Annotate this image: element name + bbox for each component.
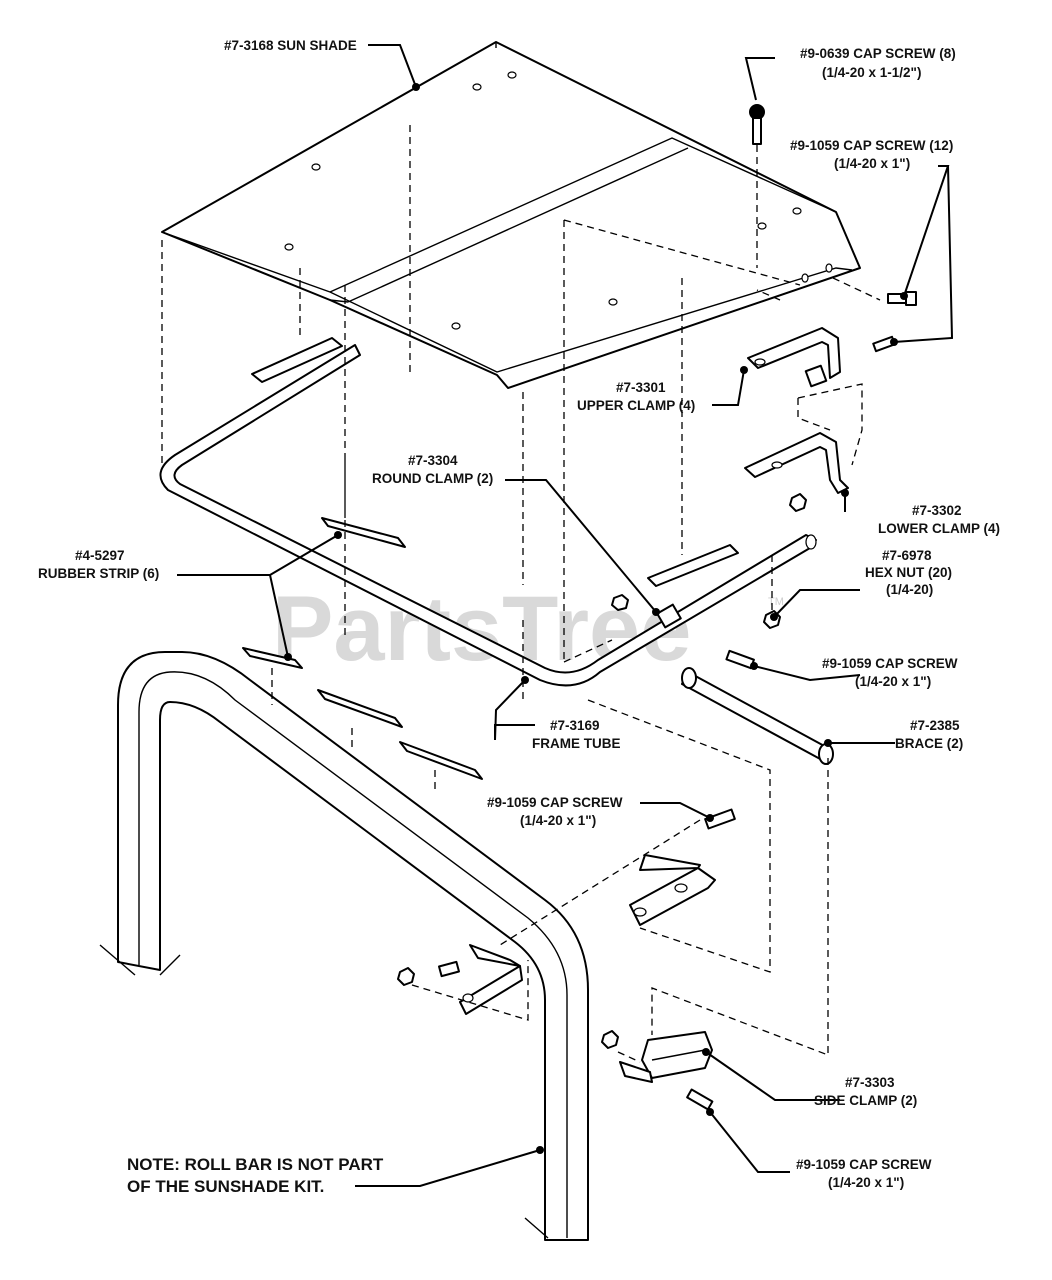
hardware: [397, 104, 917, 1111]
label-lower-clamp: LOWER CLAMP (4): [878, 521, 1000, 536]
label-upper-clamp-part: #7-3301: [616, 380, 666, 395]
label-round-clamp: ROUND CLAMP (2): [372, 471, 493, 486]
lower-clamp: [744, 432, 849, 494]
rubber-strips: [242, 337, 739, 780]
label-rubber-strip-part: #4-5297: [75, 548, 125, 563]
note-line-1: NOTE: ROLL BAR IS NOT PART: [127, 1155, 384, 1174]
side-clamp-box: [619, 1031, 713, 1083]
hex-nut-icon: [397, 493, 807, 1049]
watermark: PartsTree: [272, 578, 691, 680]
frame-tube: [159, 344, 817, 687]
label-hex-nut-part: #7-6978: [882, 548, 932, 563]
label-hex-nut-size: (1/4-20): [886, 582, 933, 597]
label-frame-tube: FRAME TUBE: [532, 736, 621, 751]
label-cap-screw-9-0639-size: (1/4-20 x 1-1/2"): [822, 65, 921, 80]
side-clamp-upper: [629, 854, 716, 926]
label-side-clamp-part: #7-3303: [845, 1075, 895, 1090]
label-cap-screw-lower-size: (1/4-20 x 1"): [520, 813, 596, 828]
watermark-trademark: TM: [768, 596, 784, 608]
cap-screw-mid-icon: [725, 649, 755, 670]
label-upper-clamp: UPPER CLAMP (4): [577, 398, 695, 413]
label-sun-shade: #7-3168 SUN SHADE: [224, 38, 357, 53]
label-cap-screw-bottom-size: (1/4-20 x 1"): [828, 1175, 904, 1190]
label-cap-screw-9-0639: #9-0639 CAP SCREW (8): [800, 46, 956, 61]
label-brace: BRACE (2): [895, 736, 963, 751]
label-cap-screw-lower: #9-1059 CAP SCREW: [487, 795, 623, 810]
label-rubber-strip: RUBBER STRIP (6): [38, 566, 159, 581]
roll-bar: [99, 651, 589, 1241]
sun-shade-holes: [284, 71, 833, 330]
label-lower-clamp-part: #7-3302: [912, 503, 962, 518]
callout-labels: #7-3168 SUN SHADE #9-0639 CAP SCREW (8) …: [38, 38, 1000, 1196]
label-round-clamp-part: #7-3304: [408, 453, 458, 468]
leader-lines: [177, 44, 954, 1187]
brace: [681, 667, 834, 765]
label-cap-screw-12-size: (1/4-20 x 1"): [834, 156, 910, 171]
cap-screw-bottom-icon: [686, 1088, 714, 1111]
label-side-clamp: SIDE CLAMP (2): [814, 1093, 917, 1108]
cap-screw-top-icon: [749, 104, 765, 145]
label-frame-tube-part: #7-3169: [550, 718, 600, 733]
sun-shade: [161, 41, 861, 389]
label-hex-nut: HEX NUT (20): [865, 565, 952, 580]
label-cap-screw-bottom: #9-1059 CAP SCREW: [796, 1157, 932, 1172]
assembly-lines: [161, 125, 881, 1063]
label-cap-screw-12: #9-1059 CAP SCREW (12): [790, 138, 953, 153]
upper-clamp: [747, 327, 841, 388]
label-cap-screw-mid-size: (1/4-20 x 1"): [855, 674, 931, 689]
note-line-2: OF THE SUNSHADE KIT.: [127, 1177, 324, 1196]
label-brace-part: #7-2385: [910, 718, 960, 733]
side-clamp-lower: [459, 944, 523, 1015]
cap-screw-lower-icon: [438, 808, 736, 978]
label-cap-screw-mid: #9-1059 CAP SCREW: [822, 656, 958, 671]
